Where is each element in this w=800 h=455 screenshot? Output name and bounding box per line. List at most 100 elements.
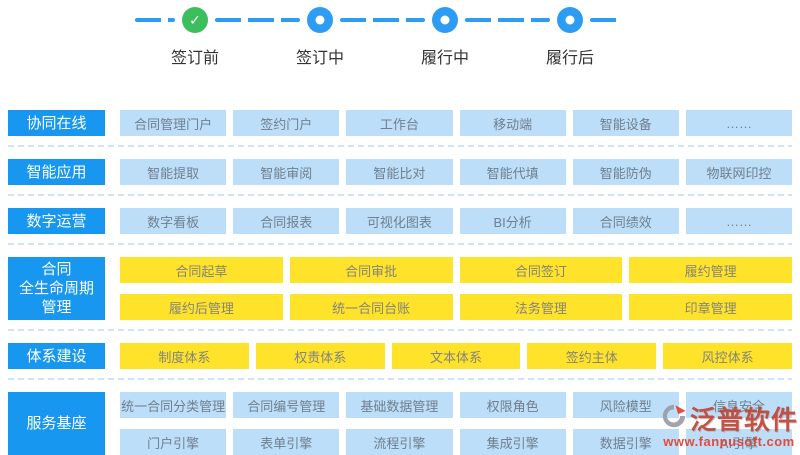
timeline-connector-line	[590, 18, 617, 22]
capability-box: 智能代填	[459, 159, 566, 185]
row-label-line: 全生命周期	[18, 280, 94, 297]
capability-box: 制度体系	[120, 343, 249, 369]
row-items: 智能提取智能审阅智能比对智能代填智能防伪物联网印控	[120, 159, 793, 185]
architecture-rows: 协同在线 合同管理门户签约门户工作台移动端智能设备…… 智能应用 智能提取智能审阅智能…	[0, 70, 800, 455]
capability-box: 签约主体	[527, 343, 657, 369]
timeline-connector-line	[135, 18, 175, 22]
watermark-url: www.fanpusoft.com	[663, 434, 795, 449]
capability-box: 合同签订	[459, 257, 623, 283]
timeline-step-label: 履行后	[545, 50, 595, 67]
item-line: 合同起草合同审批合同签订履约管理	[120, 257, 792, 283]
capability-box: AI引擎	[685, 429, 793, 455]
capability-box: 智能防伪	[572, 159, 679, 185]
row-label-line: 协同在线	[26, 114, 87, 132]
item-line: 制度体系权责体系文本体系签约主体风控体系	[120, 343, 792, 369]
capability-box: 印章管理	[629, 294, 792, 320]
architecture-row: 体系建设 制度体系权责体系文本体系签约主体风控体系	[8, 343, 792, 369]
dashed-row-separator	[8, 378, 792, 380]
capability-box: 合同审批	[289, 257, 453, 283]
capability-box: 智能比对	[346, 159, 453, 185]
check-circle-icon: ✓	[182, 7, 208, 33]
timeline-step-label: 履行中	[420, 50, 470, 67]
capability-box: 合同绩效	[572, 208, 679, 234]
capability-box: 可视化图表	[346, 208, 453, 234]
timeline-track: ✓ 签订前 签订中 履行中 履行后	[135, 0, 617, 70]
timeline-connector-line	[215, 18, 300, 22]
capability-box: 门户引擎	[120, 429, 227, 455]
capability-box: 移动端	[459, 110, 566, 136]
capability-box: 统一合同台账	[289, 294, 453, 320]
row-label-line: 管理	[41, 299, 72, 316]
dashed-row-separator	[8, 145, 792, 147]
row-label-line: 体系建设	[26, 347, 87, 365]
capability-box: 数据引擎	[572, 429, 679, 455]
capability-box: 权限角色	[459, 392, 566, 418]
watermark-brand-text: 泛普软件	[689, 405, 798, 435]
row-label: 体系建设	[8, 343, 105, 369]
row-items: 合同起草合同审批合同签订履约管理履约后管理统一合同台账法务管理印章管理	[120, 257, 792, 320]
dashed-row-separator	[8, 194, 792, 196]
architecture-row: 服务基座 统一合同分类管理合同编号管理基础数据管理权限角色风险模型信息安全门户引擎…	[8, 392, 793, 455]
ring-icon	[557, 7, 583, 33]
dashed-row-separator	[8, 329, 792, 331]
row-items: 统一合同分类管理合同编号管理基础数据管理权限角色风险模型信息安全门户引擎表单引擎…	[120, 392, 793, 455]
row-label-line: 数字运营	[26, 212, 87, 230]
capability-box: 履约管理	[629, 257, 792, 283]
row-label: 合同全生命周期管理	[8, 257, 105, 320]
capability-box: 权责体系	[255, 343, 385, 369]
capability-box: 风险模型	[572, 392, 679, 418]
row-label-line: 服务基座	[26, 415, 87, 432]
item-line: 合同管理门户签约门户工作台移动端智能设备……	[120, 110, 793, 136]
capability-box: 物联网印控	[685, 159, 793, 185]
capability-box: 智能设备	[572, 110, 679, 136]
check-glyph: ✓	[189, 11, 201, 28]
timeline-connector-line	[465, 18, 550, 22]
capability-box: 智能审阅	[233, 159, 340, 185]
timeline-step-label: 签订前	[170, 50, 220, 67]
architecture-row: 智能应用 智能提取智能审阅智能比对智能代填智能防伪物联网印控	[8, 159, 793, 185]
timeline-connector-line	[340, 18, 425, 22]
row-items: 合同管理门户签约门户工作台移动端智能设备……	[120, 110, 793, 136]
capability-box: ……	[685, 110, 793, 136]
row-label-line: 合同	[41, 261, 72, 278]
capability-box: 信息安全	[685, 392, 793, 418]
capability-box: 数字看板	[120, 208, 227, 234]
capability-box: 风控体系	[663, 343, 792, 369]
item-line: 智能提取智能审阅智能比对智能代填智能防伪物联网印控	[120, 159, 793, 185]
vendor-watermark: 泛普软件 www.fanpusoft.com	[660, 400, 798, 449]
capability-box: 合同报表	[233, 208, 340, 234]
item-line: 统一合同分类管理合同编号管理基础数据管理权限角色风险模型信息安全	[120, 392, 793, 418]
row-label-line: 智能应用	[26, 163, 87, 181]
capability-box: 流程引擎	[346, 429, 453, 455]
dashed-row-separator	[8, 243, 792, 245]
fanpu-logo-icon	[660, 402, 688, 435]
ring-icon	[432, 7, 458, 33]
item-line: 履约后管理统一合同台账法务管理印章管理	[120, 294, 792, 320]
row-label: 数字运营	[8, 208, 105, 234]
timeline-step-label: 签订中	[295, 50, 345, 67]
capability-box: 法务管理	[459, 294, 623, 320]
capability-box: 集成引擎	[459, 429, 566, 455]
architecture-row: 协同在线 合同管理门户签约门户工作台移动端智能设备……	[8, 110, 793, 136]
capability-box: ……	[685, 208, 793, 234]
capability-box: 统一合同分类管理	[120, 392, 227, 418]
row-label: 智能应用	[8, 159, 105, 185]
row-label: 协同在线	[8, 110, 105, 136]
capability-box: 履约后管理	[120, 294, 283, 320]
lifecycle-timeline: ✓ 签订前 签订中 履行中 履行后	[0, 0, 800, 70]
capability-box: 文本体系	[391, 343, 521, 369]
capability-box: 表单引擎	[233, 429, 340, 455]
capability-box: 合同编号管理	[233, 392, 340, 418]
row-items: 制度体系权责体系文本体系签约主体风控体系	[120, 343, 792, 369]
row-label: 服务基座	[8, 392, 105, 455]
capability-box: BI分析	[459, 208, 566, 234]
watermark-brand-row: 泛普软件	[660, 400, 798, 437]
architecture-row: 合同全生命周期管理合同起草合同审批合同签订履约管理履约后管理统一合同台账法务管理…	[8, 257, 792, 320]
capability-box: 工作台	[346, 110, 453, 136]
capability-box: 签约门户	[233, 110, 340, 136]
ring-icon	[307, 7, 333, 33]
